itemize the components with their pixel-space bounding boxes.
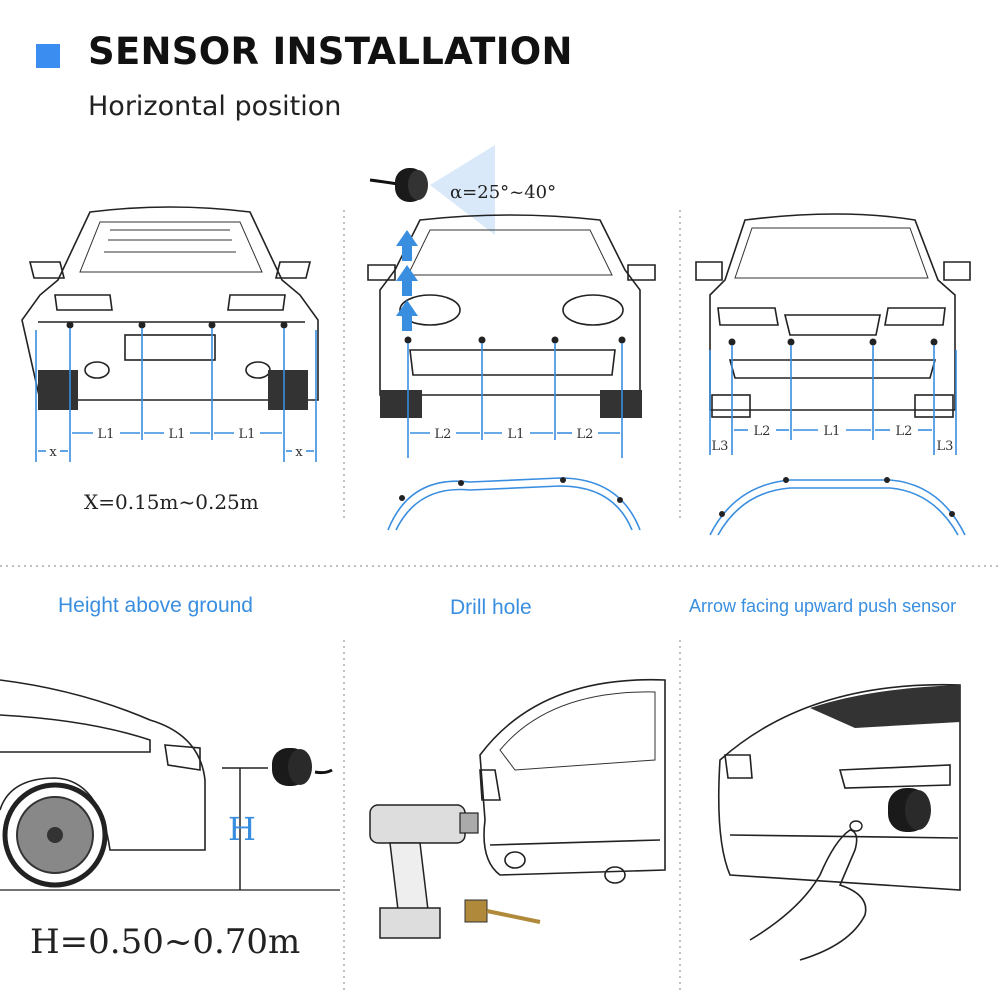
dim-label-x: x — [295, 445, 303, 460]
arc-dot — [783, 477, 789, 483]
sensor-dot — [930, 338, 938, 346]
height-section-label: Height above ground — [58, 594, 253, 617]
sensor-dot — [787, 338, 795, 346]
car-rear-drawing — [479, 678, 666, 884]
push-section-label: Arrow facing upward push sensor — [689, 596, 957, 616]
sensor-dot — [280, 321, 288, 329]
dim-label-l2: L2 — [896, 424, 913, 439]
arc-dot — [719, 511, 725, 517]
arc-dot — [399, 495, 405, 501]
car-side-drawing — [0, 679, 340, 891]
arc-dot — [949, 511, 955, 517]
dim-label-l1: L1 — [239, 427, 256, 442]
height-diagram: H — [0, 679, 340, 891]
sensor-dot — [138, 321, 146, 329]
angle-label: α=25°~40° — [450, 182, 556, 203]
sensor-dot — [869, 338, 877, 346]
arc-dot — [884, 477, 890, 483]
arc-dot — [617, 497, 623, 503]
hand-icon — [749, 820, 867, 961]
front-car-drawing — [367, 214, 656, 418]
drill-icon — [369, 804, 479, 939]
dim-label-l1: L1 — [169, 427, 186, 442]
height-letter: H — [228, 810, 256, 848]
dim-label-l1: L1 — [824, 424, 841, 439]
up-arrows-icon — [396, 230, 418, 331]
sensor-dot — [66, 321, 74, 329]
page-title: SENSOR INSTALLATION — [88, 30, 573, 73]
car-rear-drawing — [717, 683, 961, 891]
dim-label-l3: L3 — [712, 439, 729, 454]
sensor-dot — [404, 336, 412, 344]
dim-label-l3: L3 — [937, 439, 954, 454]
rear-car-drawing — [21, 206, 319, 410]
arc-dot — [458, 480, 464, 486]
dim-label-l1: L1 — [508, 427, 525, 442]
sensor-icon — [369, 168, 428, 202]
sensor-dot — [728, 338, 736, 346]
front-sedan-diagram: L3 L2 L1 L2 L3 — [695, 213, 971, 536]
page-subtitle: Horizontal position — [88, 91, 342, 122]
sedan-drawing — [695, 213, 971, 418]
dim-label-x: x — [49, 445, 57, 460]
dim-label-l2: L2 — [435, 427, 452, 442]
drill-diagram — [369, 678, 666, 939]
front-car-diagram: α=25°~40° L2 L1 L2 — [367, 145, 656, 531]
header-square-icon — [36, 44, 60, 68]
height-formula: H=0.50~0.70m — [30, 922, 301, 962]
sensor-icon — [888, 788, 931, 832]
hole-saw-icon — [464, 899, 541, 924]
dim-label-l2: L2 — [577, 427, 594, 442]
rear-distance-formula: X=0.15m~0.25m — [84, 490, 259, 514]
push-diagram — [717, 683, 961, 961]
sensor-dot — [618, 336, 626, 344]
sensor-dot — [551, 336, 559, 344]
rear-car-diagram: L1 L1 L1 x x — [21, 206, 319, 462]
drill-section-label: Drill hole — [450, 596, 532, 619]
dim-label-l1: L1 — [98, 427, 115, 442]
sensor-dot — [208, 321, 216, 329]
dim-label-l2: L2 — [754, 424, 771, 439]
sensor-icon — [272, 748, 333, 786]
sensor-dot — [478, 336, 486, 344]
arc-dot — [560, 477, 566, 483]
angle-cone — [430, 145, 495, 235]
